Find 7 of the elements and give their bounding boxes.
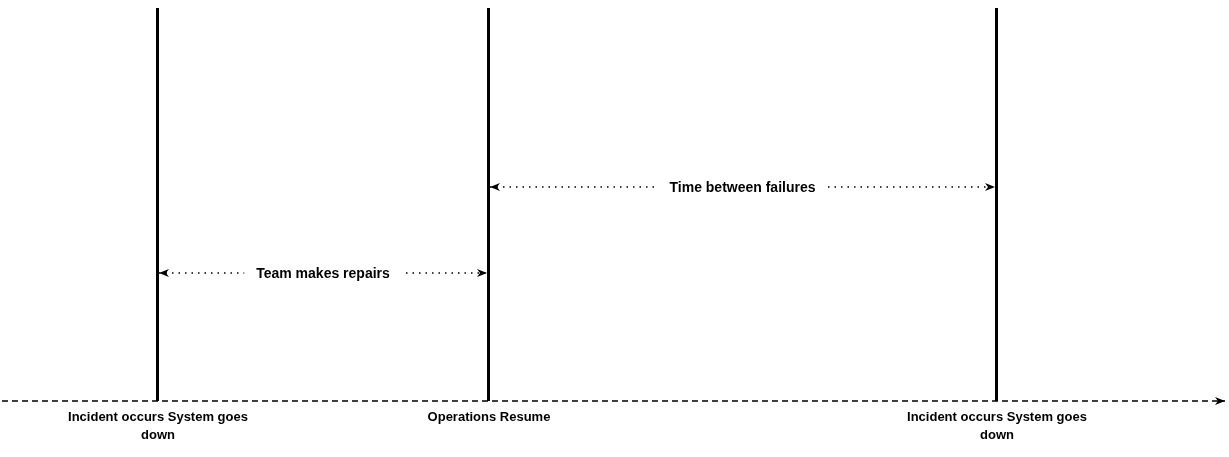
event-label: Incident occurs System goes down: [906, 408, 1088, 444]
event-label: Operations Resume: [426, 408, 552, 426]
event-label: Incident occurs System goes down: [67, 408, 249, 444]
event-marker-line: [995, 8, 998, 401]
event-marker-line: [156, 8, 159, 401]
edge-label: Team makes repairs: [244, 265, 402, 281]
event-marker-line: [487, 8, 490, 401]
